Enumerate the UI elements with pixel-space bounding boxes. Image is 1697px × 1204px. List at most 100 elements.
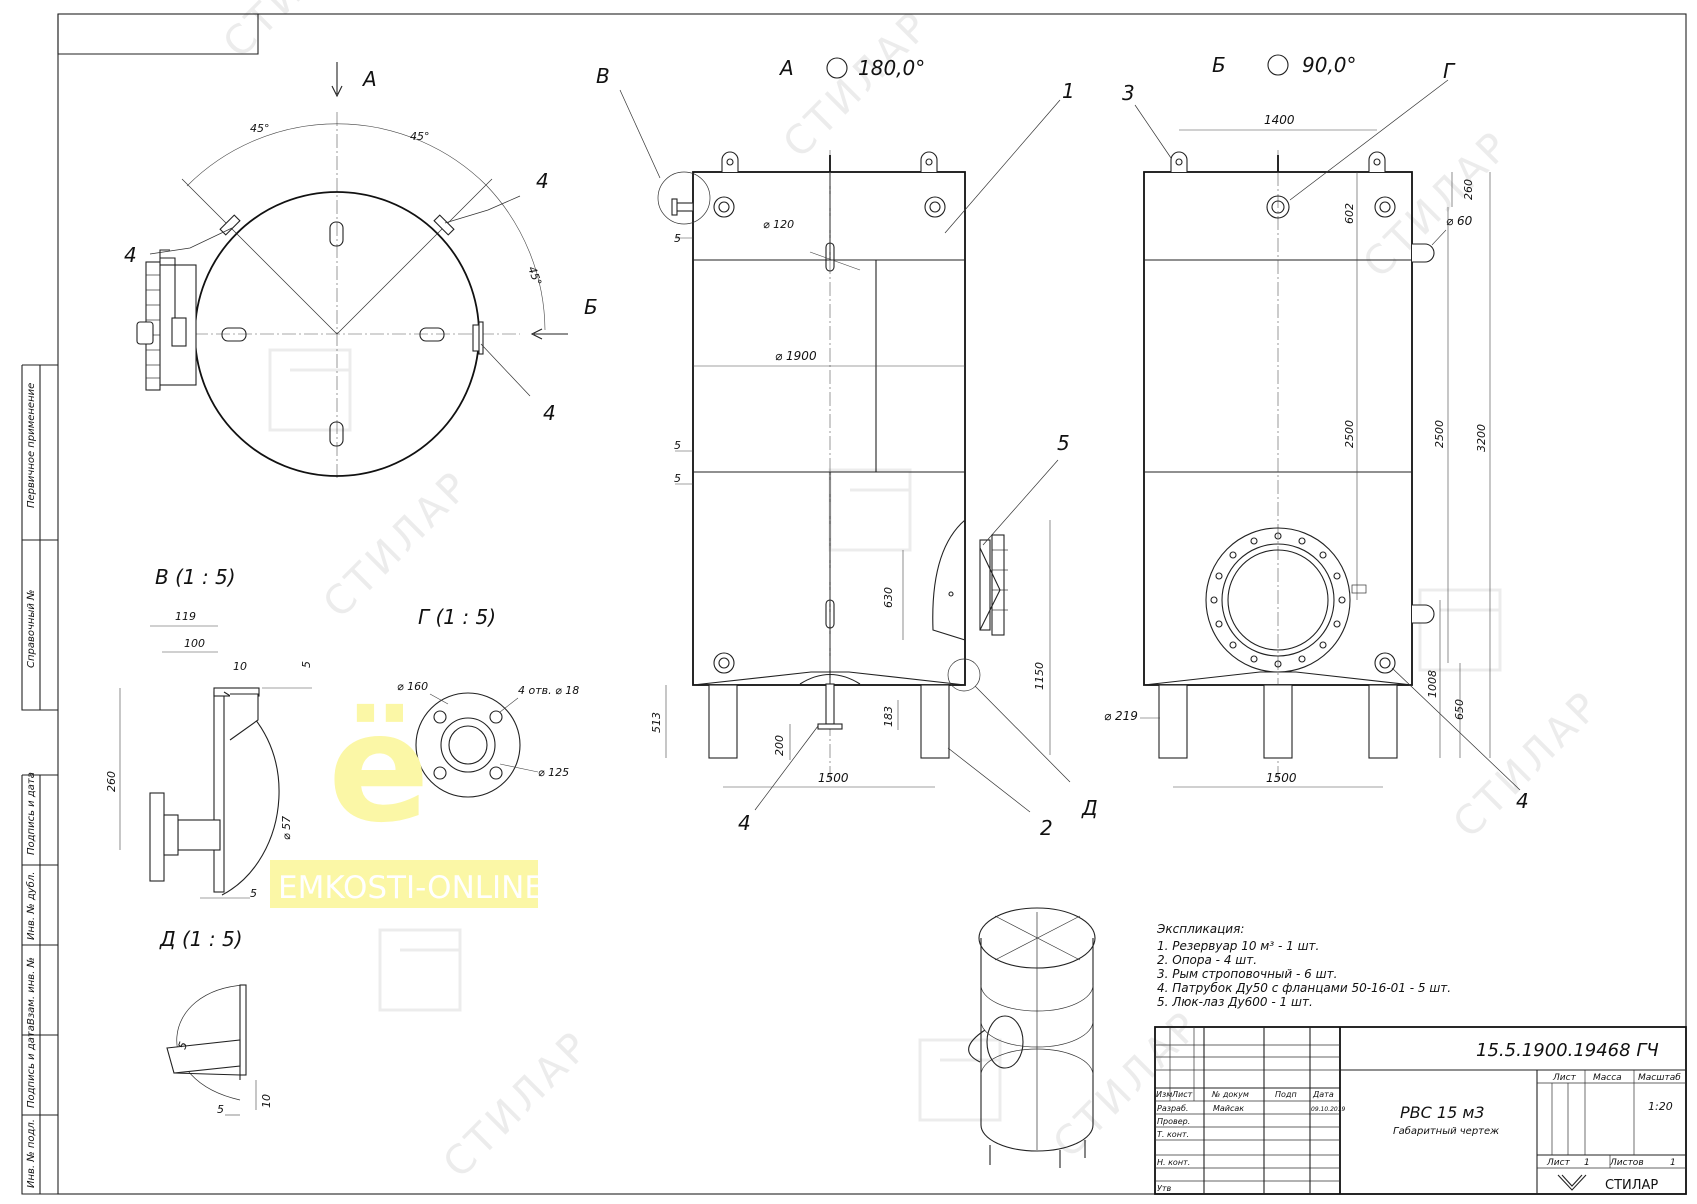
view-label-b: Б xyxy=(584,295,598,319)
detail-g: Г (1 : 5) ⌀ 160 4 отв. ⌀ 18 ⌀ 125 xyxy=(397,605,579,798)
strip-label-signature-1: Подпись и дата xyxy=(26,772,37,855)
explication-item: 3. Рым строповочный - 6 шт. xyxy=(1157,967,1337,981)
sheet-frame: Первичное применение Справочный № Подпис… xyxy=(21,13,1687,1195)
sheet-number: 1 xyxy=(1584,1158,1590,1168)
callout-2: 2 xyxy=(1040,816,1053,840)
doc-code: 15.5.1900.19468 ГЧ xyxy=(1476,1040,1659,1061)
detail-v-wall xyxy=(213,691,225,893)
lifting-eye xyxy=(1368,151,1386,172)
dim-d1900: ⌀ 1900 xyxy=(775,349,817,363)
watermark-text: СТИЛАР xyxy=(435,1022,600,1187)
detail-d: Д (1 : 5) 5 5 10 xyxy=(159,927,273,1116)
support-leg xyxy=(1158,684,1188,759)
callout-4: 4 xyxy=(124,243,137,267)
dim-10: 10 xyxy=(260,1094,273,1108)
watermark-text: СТИЛАР xyxy=(1445,682,1610,847)
strip-label-primary-use: Первичное применение xyxy=(26,383,37,508)
side-nozzle xyxy=(675,202,694,212)
detail-g-title: Г (1 : 5) xyxy=(418,605,496,629)
role-developer: Разраб. xyxy=(1157,1104,1188,1113)
rotation-symbol xyxy=(1267,54,1289,76)
drain-sump xyxy=(799,674,861,685)
leader-line xyxy=(444,195,521,224)
lifting-eye-hole xyxy=(1373,158,1381,166)
callout-v: В xyxy=(596,64,610,88)
sheets-label: Листов xyxy=(1609,1158,1644,1168)
callout-4: 4 xyxy=(536,169,549,193)
lifting-lug xyxy=(329,421,344,447)
nozzle xyxy=(433,214,455,236)
watermark-text: СТИЛАР xyxy=(1355,122,1520,287)
dim-d125: ⌀ 125 xyxy=(538,766,569,779)
leader-line xyxy=(974,685,1071,783)
dim-5: 5 xyxy=(176,1040,191,1051)
plan-axis-ext xyxy=(441,178,493,230)
callout-g: Г xyxy=(1443,59,1456,83)
sheet-label: Лист xyxy=(1546,1158,1571,1168)
view-title-a: А xyxy=(778,56,794,80)
watermark-logo xyxy=(1418,588,1502,672)
dim-1500: 1500 xyxy=(1266,771,1297,785)
view-label-a: А xyxy=(361,67,377,91)
side-strip-top xyxy=(21,364,58,711)
lifting-lug-side xyxy=(1412,243,1435,263)
dim-1150: 1150 xyxy=(1033,662,1046,690)
manhole-side xyxy=(932,519,1008,641)
header-doc-no: № докум xyxy=(1211,1090,1249,1099)
iso-bottom xyxy=(980,1124,1094,1152)
plan-axis-45 xyxy=(336,228,443,335)
strip-label-signature-2: Подпись и дата xyxy=(26,1025,37,1108)
role-tech-control: Т. конт. xyxy=(1157,1130,1189,1139)
lifting-lug xyxy=(419,327,445,342)
explication-item: 2. Опора - 4 шт. xyxy=(1157,953,1257,967)
drain-flange xyxy=(817,723,843,730)
detail-g-bolt-hole xyxy=(433,710,447,724)
side-nozzle-bore xyxy=(1379,657,1391,669)
strip-label-replaced-inv: Взам. инв. № xyxy=(26,957,37,1025)
company-logo-icon xyxy=(1557,1174,1587,1191)
plan-axis-ext xyxy=(181,178,233,230)
detail-d-edge xyxy=(173,1072,241,1080)
nozzle-flange-front xyxy=(713,196,735,218)
nozzle-flange-front xyxy=(713,652,735,674)
lifting-lug xyxy=(221,327,247,342)
watermark-logo xyxy=(268,348,352,432)
col-sheet: Лист xyxy=(1552,1073,1577,1083)
developer-date: 09.10.2019 xyxy=(1311,1106,1346,1113)
leader-line xyxy=(1289,79,1449,201)
angle-arc xyxy=(186,123,488,187)
detail-circle-v xyxy=(657,171,711,225)
corner-box xyxy=(57,14,259,55)
dim-d60: ⌀ 60 xyxy=(1446,214,1473,228)
header-signature: Подп xyxy=(1275,1090,1297,1099)
watermark-text: СТИЛАР xyxy=(775,2,940,167)
lifting-eye-hole xyxy=(726,158,734,166)
role-approved: Утв xyxy=(1157,1184,1172,1193)
explication-title: Экспликация: xyxy=(1156,922,1244,936)
lug xyxy=(825,242,835,272)
manhole-plan xyxy=(136,249,197,391)
callout-4: 4 xyxy=(1516,789,1529,813)
manhole-front xyxy=(1205,527,1367,673)
lifting-eye xyxy=(920,151,938,172)
product-name: РВС 15 м3 xyxy=(1400,1103,1485,1122)
header-change: Изм xyxy=(1156,1090,1172,1099)
detail-v: В (1 : 5) 119 100 10 5 260 ⌀ 57 5 xyxy=(105,565,313,900)
detail-d-wall xyxy=(239,984,247,1076)
leader-line xyxy=(619,89,661,179)
iso-manhole-hinge xyxy=(968,1029,986,1063)
leader-line xyxy=(499,697,519,713)
leader-line xyxy=(947,747,1031,813)
col-scale: Масштаб xyxy=(1638,1073,1681,1083)
inner-frame xyxy=(57,13,1687,1195)
detail-g-bolt-hole xyxy=(489,710,503,724)
side-nozzle-flange xyxy=(671,198,678,216)
detail-g-pipe-outer xyxy=(440,717,496,773)
nozzle-flange xyxy=(478,321,484,355)
dim-3200: 3200 xyxy=(1475,424,1488,452)
watermark-layer: СТИЛАР СТИЛАР СТИЛАР СТИЛАР СТИЛАР СТИЛА… xyxy=(215,0,1610,1187)
explication-item: 1. Резервуар 10 м³ - 1 шт. xyxy=(1157,939,1319,953)
dim-5: 5 xyxy=(217,1103,224,1116)
support-leg xyxy=(708,684,738,759)
detail-circle-d xyxy=(947,658,981,692)
